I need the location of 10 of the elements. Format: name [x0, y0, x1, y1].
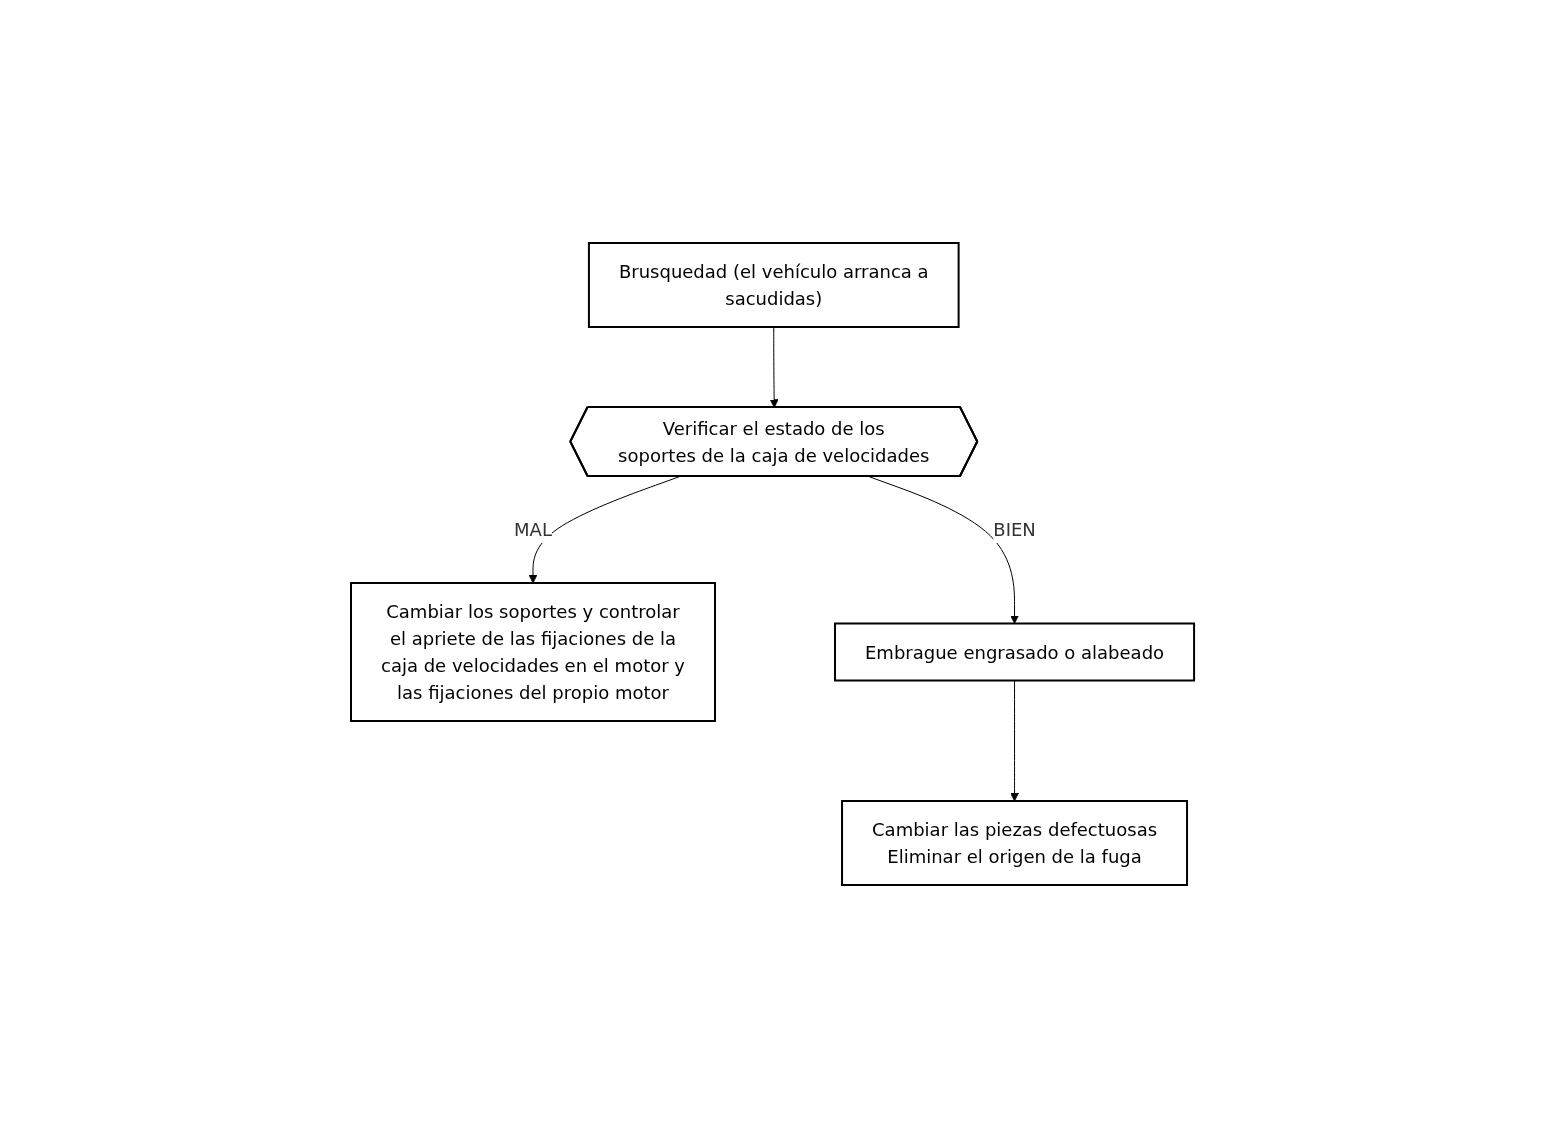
arrow: [529, 475, 681, 583]
edge-label: BIEN: [993, 518, 1037, 540]
node-box: Embrague engrasado o alabeado: [834, 622, 1196, 681]
arrow: [1010, 679, 1020, 801]
node-box: Cambiar las piezas defectuosas Eliminar el origen de la fuga: [841, 799, 1189, 886]
node-box: Cambiar los soportes y controlar el apriete de las fijaciones de la caja de velocidades en el motor y las fijaciones del propio motor: [350, 581, 717, 722]
arrow: [770, 326, 779, 408]
edge-label: MAL: [514, 518, 553, 540]
arrow: [868, 475, 1020, 624]
node-box: Brusquedad (el vehículo arranca a sacudidas): [588, 241, 961, 328]
